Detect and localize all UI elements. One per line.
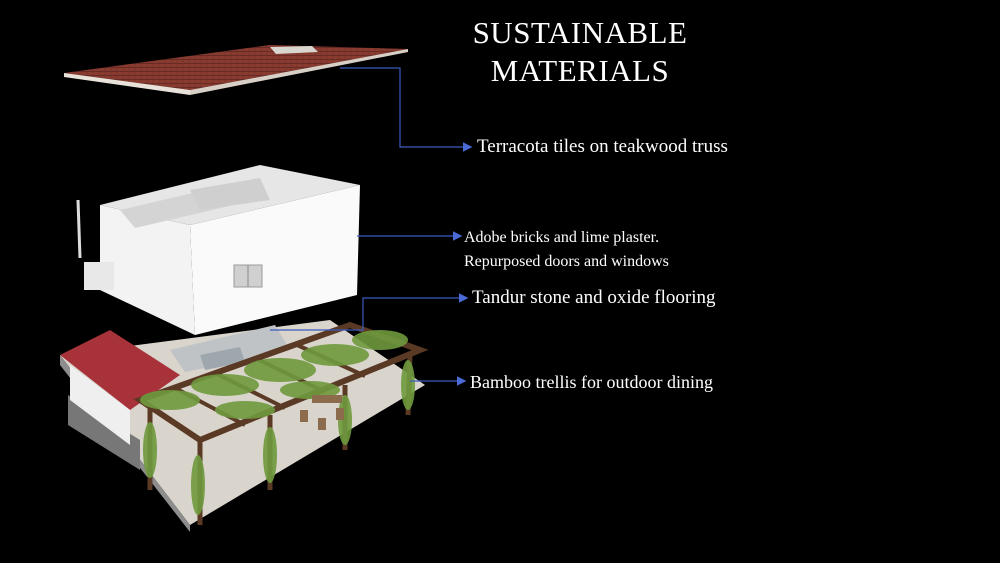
ground-layer [60,320,425,532]
leader-line-floor [270,293,469,331]
title-line-2: MATERIALS [490,53,670,88]
leader-lines [270,67,473,386]
label-roof: Terracota tiles on teakwood truss [477,136,728,157]
slide-title: SUSTAINABLE MATERIALS [440,14,720,90]
label-floor: Tandur stone and oxide flooring [472,287,716,308]
label-walls-line-2: Repurposed doors and windows [464,253,669,270]
label-walls-line-1: Adobe bricks and lime plaster. [464,229,660,246]
label-trellis: Bamboo trellis for outdoor dining [470,372,713,392]
label-walls: Adobe bricks and lime plaster. Repurpose… [464,226,669,274]
bamboo-trellis [133,321,429,525]
roof-layer [64,45,408,95]
title-line-1: SUSTAINABLE [472,15,688,50]
leader-line-roof [340,67,473,152]
walls-layer [76,165,360,335]
